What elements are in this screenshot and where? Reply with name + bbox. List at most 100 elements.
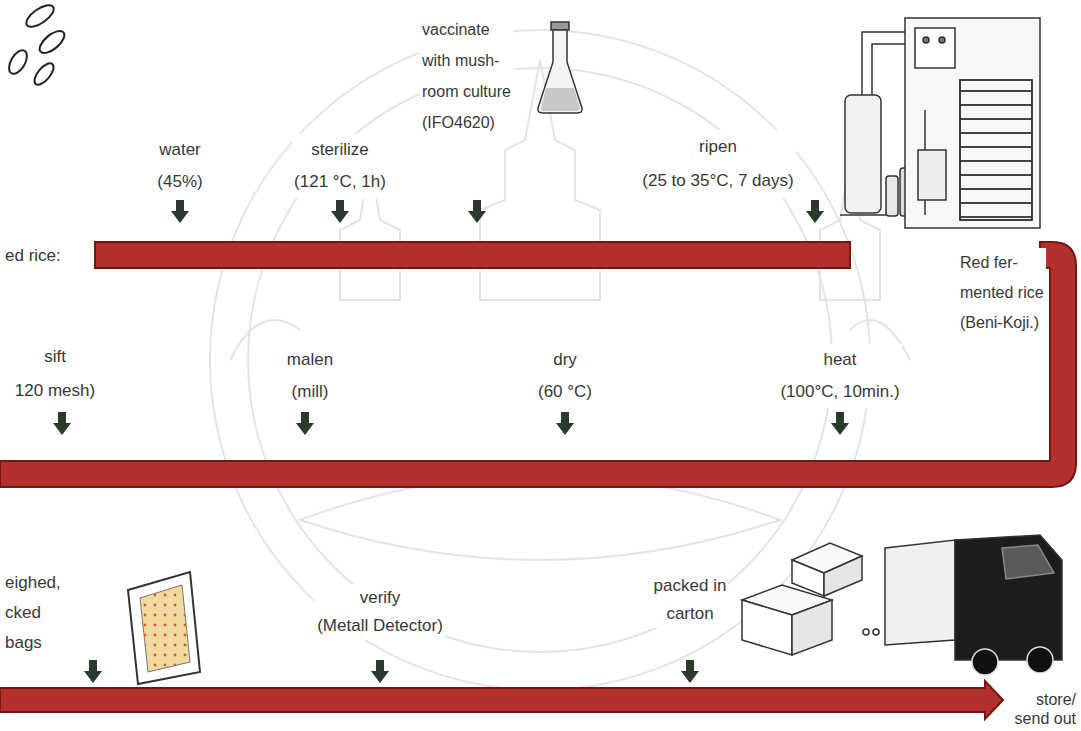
label-line: with mush- bbox=[422, 45, 511, 76]
process-band bbox=[0, 242, 1076, 487]
step-label: ripen (25 to 35°C, 7 days) bbox=[640, 130, 795, 198]
label-line: (25 to 35°C, 7 days) bbox=[642, 164, 793, 198]
packed-bag bbox=[140, 585, 190, 672]
fermenter-machine bbox=[923, 37, 929, 43]
watermark-seal bbox=[210, 30, 910, 690]
fermenter-machine bbox=[915, 28, 955, 68]
culture-flask bbox=[541, 88, 580, 111]
watermark-seal bbox=[248, 68, 832, 652]
fermenter-machine bbox=[905, 18, 1040, 228]
fermenter-machine bbox=[840, 18, 1040, 228]
rice-grains bbox=[31, 60, 57, 88]
label-line: store/ bbox=[1015, 690, 1076, 709]
fermenter-machine bbox=[845, 95, 881, 213]
label-line: vaccinate bbox=[422, 14, 511, 45]
fermenter-machine bbox=[939, 37, 945, 43]
step-arrow bbox=[468, 200, 486, 223]
step-arrow bbox=[171, 200, 189, 223]
label-line: (121 °C, 1h) bbox=[294, 166, 386, 198]
fermenter-machine bbox=[918, 150, 946, 200]
cartons bbox=[824, 556, 862, 596]
fermenter-machine bbox=[960, 80, 1032, 220]
label-line: sift bbox=[15, 340, 95, 374]
cartons bbox=[792, 600, 832, 655]
rice-grains bbox=[36, 27, 68, 57]
step-label: store/ send out bbox=[1013, 690, 1078, 728]
cartons bbox=[742, 600, 792, 655]
label-line: Red fer- bbox=[960, 248, 1044, 278]
label-line: eighed, bbox=[5, 568, 61, 598]
cartons bbox=[873, 629, 879, 635]
process-band bbox=[0, 681, 1003, 719]
label-line: (Metall Detector) bbox=[317, 612, 443, 640]
label-line: verify bbox=[317, 584, 443, 612]
label-line: send out bbox=[1015, 709, 1076, 728]
fermenter-machine bbox=[872, 44, 905, 95]
process-band bbox=[95, 242, 850, 268]
step-label: water (45%) bbox=[155, 134, 204, 198]
step-label: packed in carton bbox=[652, 572, 729, 628]
step-label: eighed, cked bags bbox=[3, 568, 63, 658]
label-line: carton bbox=[654, 600, 727, 628]
step-arrow bbox=[331, 200, 349, 223]
rice-grains bbox=[5, 47, 30, 77]
step-label: verify (Metall Detector) bbox=[315, 584, 445, 640]
culture-flask bbox=[538, 22, 582, 113]
step-arrow bbox=[53, 412, 71, 435]
step-arrow bbox=[831, 412, 849, 435]
label-line: bags bbox=[5, 628, 61, 658]
delivery-truck bbox=[885, 540, 955, 645]
label-line: (100°C, 10min.) bbox=[780, 376, 899, 408]
step-arrow bbox=[84, 660, 102, 683]
label-line: mented rice bbox=[960, 278, 1044, 308]
step-label: dry (60 °C) bbox=[536, 344, 594, 408]
label-line: (60 °C) bbox=[538, 376, 592, 408]
step-label: ed rice: bbox=[3, 245, 63, 267]
delivery-truck bbox=[1027, 647, 1053, 673]
step-label: malen (mill) bbox=[285, 344, 335, 408]
culture-flask bbox=[538, 30, 582, 113]
step-label: Red fer- mented rice (Beni-Koji.) bbox=[958, 248, 1046, 338]
step-label: heat (100°C, 10min.) bbox=[778, 344, 901, 408]
fermenter-machine bbox=[840, 214, 886, 216]
label-line: water bbox=[157, 134, 202, 166]
packed-bag bbox=[140, 585, 190, 672]
label-line: ripen bbox=[642, 130, 793, 164]
step-arrow bbox=[681, 660, 699, 683]
step-arrow bbox=[371, 660, 389, 683]
step-arrow bbox=[556, 412, 574, 435]
delivery-truck bbox=[955, 535, 1062, 660]
label-line: sterilize bbox=[294, 134, 386, 166]
label-line: (IFO4620) bbox=[422, 107, 511, 138]
step-arrow bbox=[296, 412, 314, 435]
rice-grains bbox=[5, 1, 68, 88]
step-arrow bbox=[53, 200, 849, 683]
step-label: sterilize (121 °C, 1h) bbox=[292, 134, 388, 198]
label-line: (Beni-Koji.) bbox=[960, 308, 1044, 338]
label-line: malen bbox=[287, 344, 333, 376]
label-line: packed in bbox=[654, 572, 727, 600]
label-line: cked bbox=[5, 598, 61, 628]
delivery-truck bbox=[1002, 545, 1054, 579]
fermenter-machine bbox=[862, 32, 905, 95]
label-line: (mill) bbox=[287, 376, 333, 408]
fermenter-machine bbox=[886, 176, 898, 216]
label-line: 120 mesh) bbox=[15, 374, 95, 408]
label-line: room culture bbox=[422, 76, 511, 107]
step-label: sift 120 mesh) bbox=[13, 340, 97, 408]
label-line: (45%) bbox=[157, 166, 202, 198]
cartons bbox=[742, 543, 879, 655]
packed-bag bbox=[128, 572, 200, 684]
rice-grains bbox=[23, 1, 57, 31]
process-band bbox=[0, 242, 1076, 719]
label-line: dry bbox=[538, 344, 592, 376]
fermenter-machine bbox=[960, 80, 1032, 220]
label-line: ed rice: bbox=[5, 245, 61, 267]
step-arrow bbox=[806, 200, 824, 223]
packed-bag bbox=[128, 572, 200, 684]
watermark-seal bbox=[210, 30, 870, 690]
step-label: vaccinate with mush- room culture (IFO46… bbox=[420, 14, 513, 138]
culture-flask bbox=[551, 22, 569, 30]
